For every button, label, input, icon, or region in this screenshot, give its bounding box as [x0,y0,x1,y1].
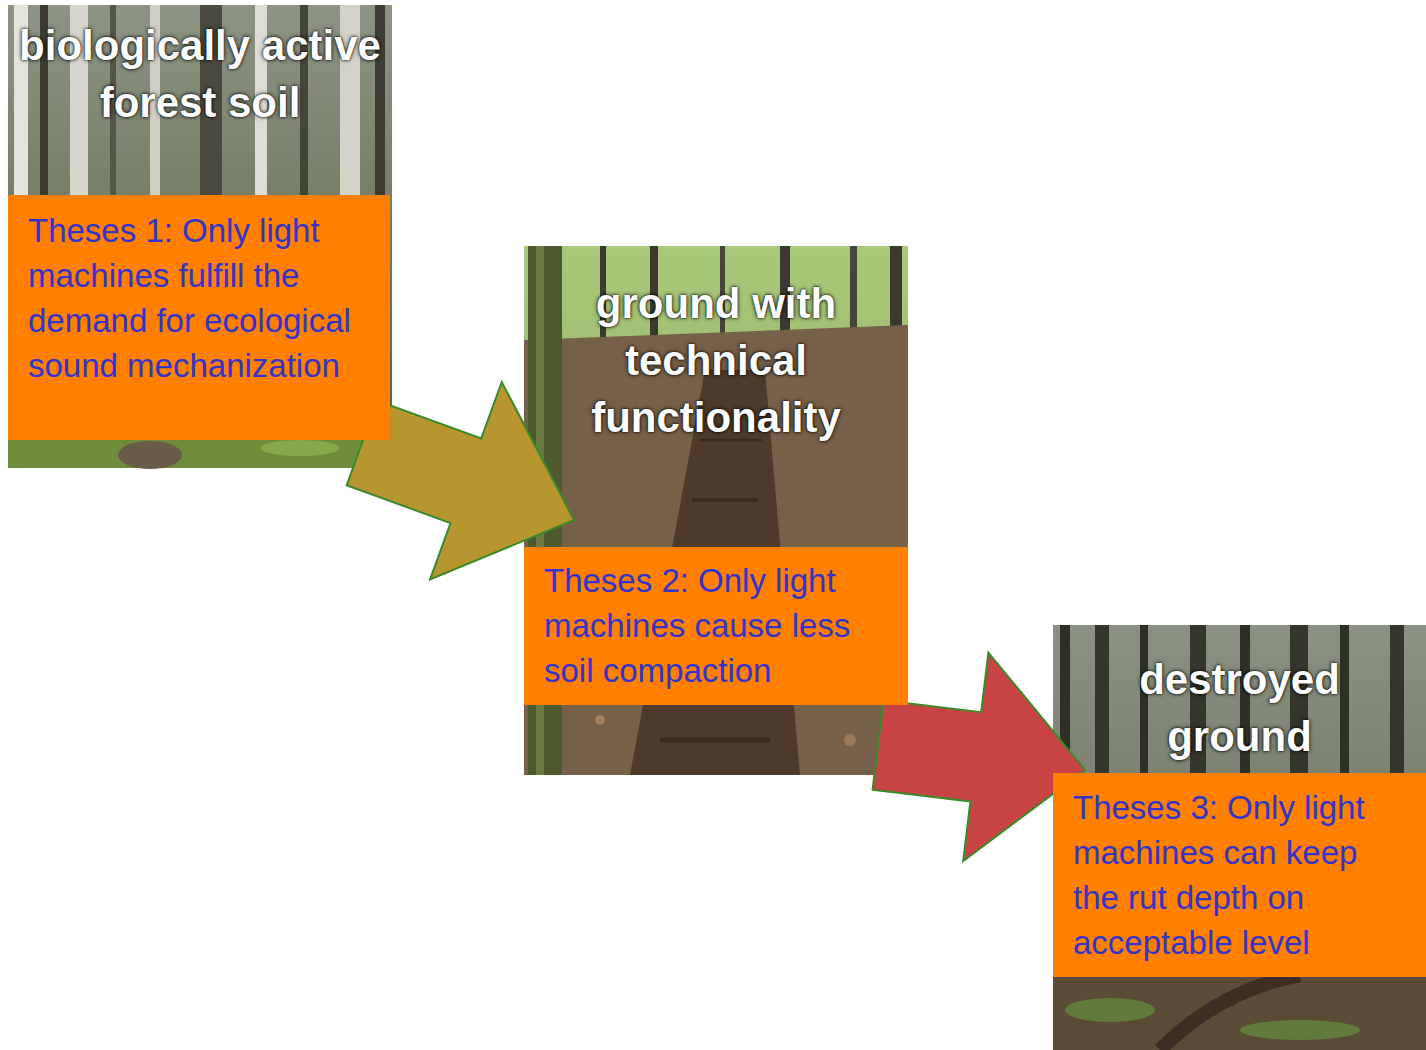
thesis-box: Theses 1: Only light machines fulfill th… [8,195,390,440]
photo-panel: ground with technical functionalityThese… [524,246,908,775]
forest-photo-2 [524,246,908,775]
thesis-text: Theses 1: Only light machines fulfill th… [28,208,374,388]
thesis-box: Theses 3: Only light machines can keep t… [1053,773,1426,977]
photo-panel: biologically active forest soilTheses 1:… [8,5,392,468]
forest-photo-1 [8,5,392,469]
forest-photo-3 [1053,625,1426,1050]
panel-title: destroyed ground [1053,651,1426,765]
thesis-box: Theses 2: Only light machines cause less… [524,547,908,705]
panel-title: biologically active forest soil [8,17,392,131]
photo-panel: destroyed groundTheses 3: Only light mac… [1053,625,1426,1050]
thesis-text: Theses 2: Only light machines cause less… [544,558,892,693]
thesis-text: Theses 3: Only light machines can keep t… [1073,785,1410,965]
panel-title: ground with technical functionality [524,275,908,446]
